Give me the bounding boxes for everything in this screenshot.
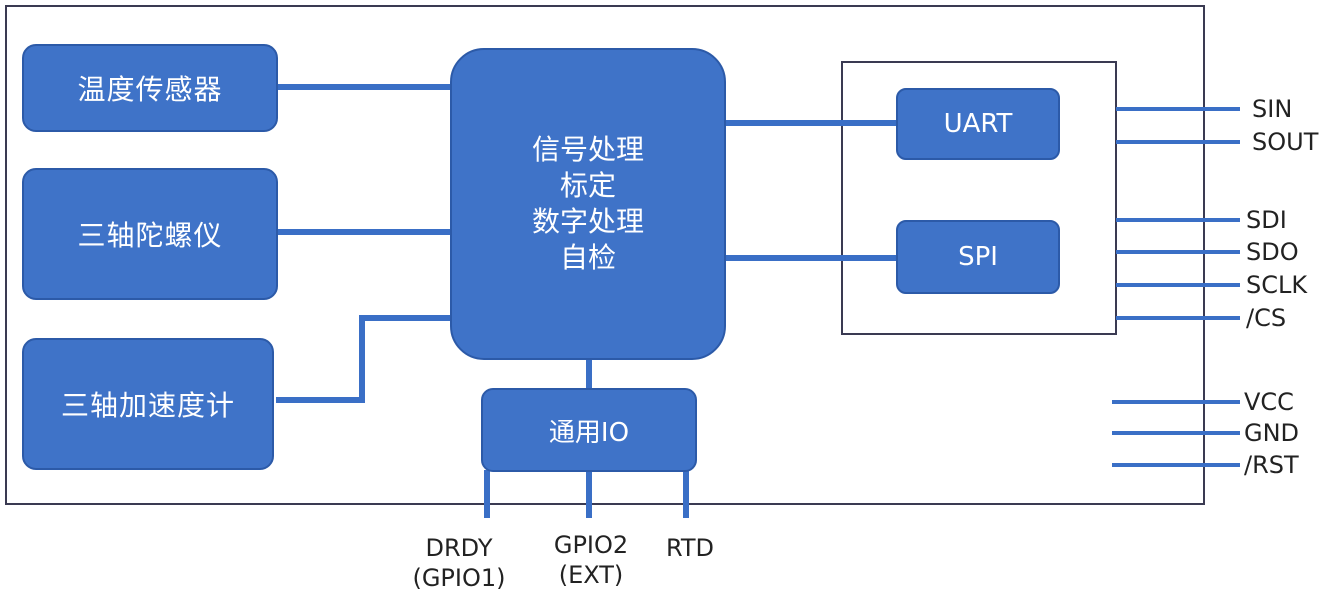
pin-rst: /RST — [1244, 451, 1299, 479]
pin-gnd: GND — [1244, 419, 1300, 447]
pin-cs: /CS — [1246, 304, 1287, 332]
pin-gpio2-name: GPIO2 — [553, 531, 629, 559]
gyroscope-label: 三轴陀螺仪 — [77, 219, 223, 252]
pin-drdy: DRDY (GPIO1) — [394, 533, 524, 593]
uart-block: UART — [896, 88, 1060, 160]
pin-sdo: SDO — [1246, 238, 1299, 266]
accel-to-proc-line — [276, 315, 452, 403]
spi-label: SPI — [958, 242, 998, 272]
accelerometer-block: 三轴加速度计 — [22, 338, 274, 470]
uart-label: UART — [943, 109, 1013, 139]
pin-sin: SIN — [1252, 95, 1293, 123]
pin-gpio2-alt: (EXT) — [558, 561, 624, 589]
processor-line-2: 标定 — [559, 169, 616, 202]
processor-line-4: 自检 — [559, 241, 616, 274]
module-frame — [5, 5, 1205, 505]
processor-line-3: 数字处理 — [531, 205, 644, 238]
pin-vcc: VCC — [1244, 388, 1294, 416]
gpio-label: 通用IO — [548, 417, 630, 448]
gyroscope-block: 三轴陀螺仪 — [22, 168, 278, 300]
pin-sclk: SCLK — [1246, 271, 1308, 299]
pin-gpio2: GPIO2 (EXT) — [538, 530, 644, 590]
pin-drdy-alt: (GPIO1) — [412, 564, 506, 592]
pin-rtd: RTD — [665, 534, 715, 562]
processor-block: 信号处理 标定 数字处理 自检 — [450, 48, 726, 360]
spi-block: SPI — [896, 220, 1060, 294]
temperature-sensor-label: 温度传感器 — [77, 73, 223, 106]
accelerometer-label: 三轴加速度计 — [60, 389, 235, 422]
pin-drdy-name: DRDY — [425, 534, 493, 562]
gpio-block: 通用IO — [481, 388, 697, 472]
pin-sdi: SDI — [1246, 206, 1287, 234]
temperature-sensor-block: 温度传感器 — [22, 44, 278, 132]
pin-sout: SOUT — [1252, 128, 1319, 156]
interface-frame — [841, 61, 1117, 335]
processor-line-1: 信号处理 — [531, 133, 644, 166]
